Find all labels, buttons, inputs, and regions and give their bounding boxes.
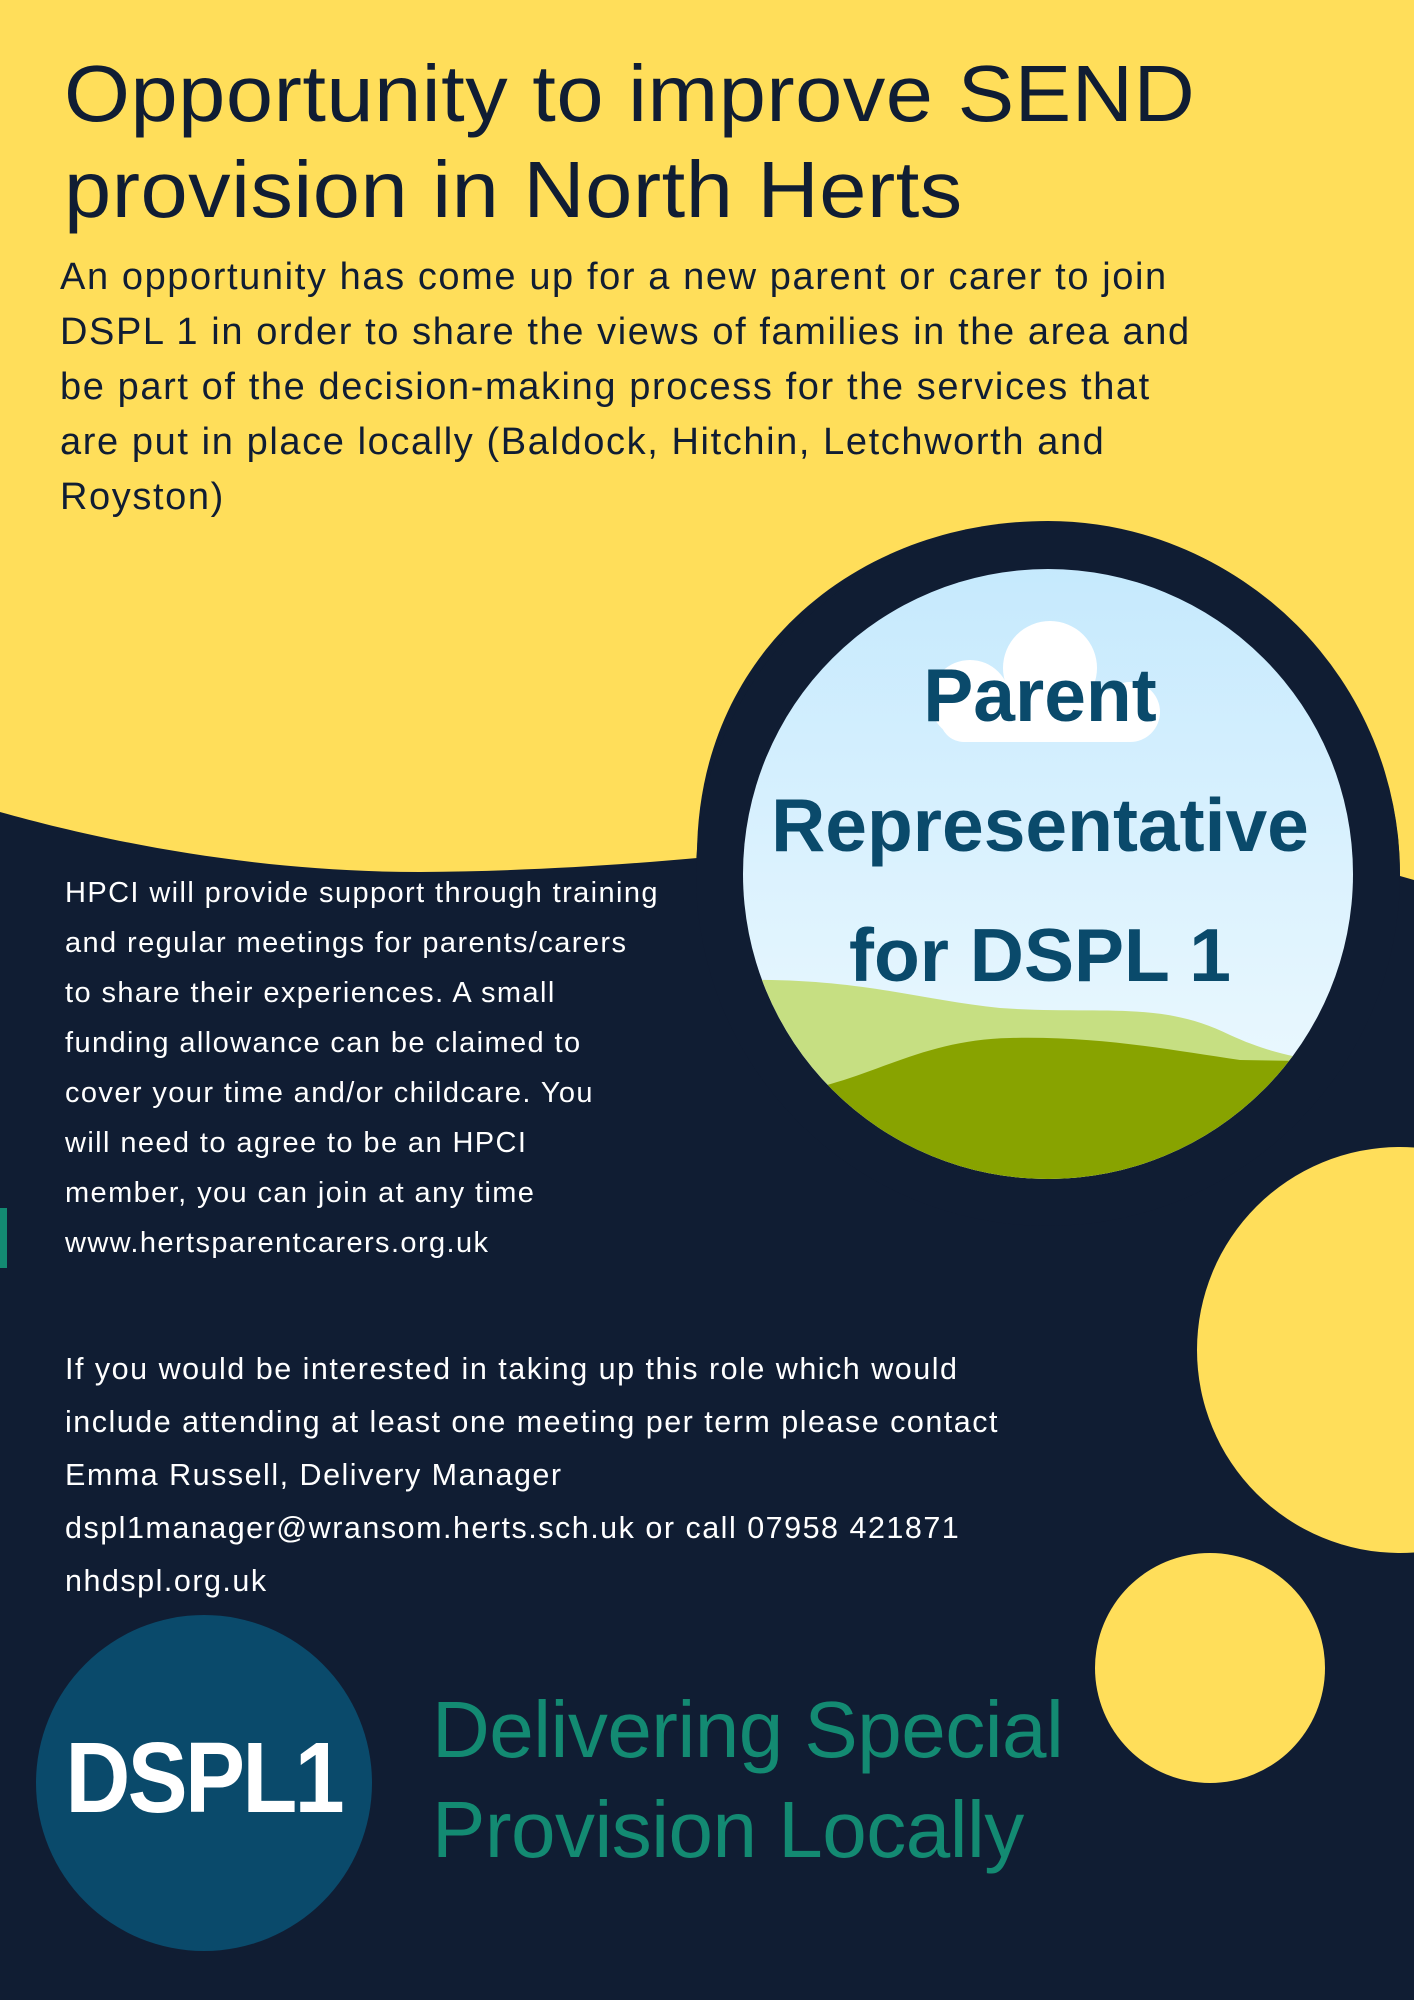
- title-line-2: provision in North Herts: [64, 145, 963, 234]
- page-title: Opportunity to improve SEND provision in…: [64, 46, 1414, 238]
- support-line: funding allowance can be claimed to: [65, 1027, 582, 1059]
- intro-line: DSPL 1 in order to share the views of fa…: [60, 311, 1191, 353]
- badge-line-1: Parent: [923, 653, 1157, 737]
- support-line: HPCI will provide support through traini…: [65, 877, 659, 909]
- support-line: will need to agree to be an HPCI: [65, 1127, 528, 1159]
- dspl1-logo: DSPL1: [36, 1615, 372, 1951]
- nhdspl-website-link[interactable]: nhdspl.org.uk: [65, 1564, 268, 1598]
- support-line: member, you can join at any time: [65, 1177, 536, 1209]
- contact-line: If you would be interested in taking up …: [65, 1352, 959, 1386]
- logo-text: DSPL1: [65, 1721, 345, 1834]
- title-line-1: Opportunity to improve SEND: [64, 49, 1196, 138]
- parent-representative-badge: Parent Representative for DSPL 1: [742, 630, 1338, 1020]
- intro-line: are put in place locally (Baldock, Hitch…: [60, 421, 1106, 463]
- support-paragraph: HPCI will provide support through traini…: [65, 868, 745, 1268]
- support-line: to share their experiences. A small: [65, 977, 556, 1009]
- intro-line: Royston): [60, 476, 225, 518]
- contact-line: include attending at least one meeting p…: [65, 1405, 999, 1439]
- contact-email-phone[interactable]: dspl1manager@wransom.herts.sch.uk or cal…: [65, 1511, 961, 1545]
- tagline-line-2: Provision Locally: [432, 1785, 1024, 1874]
- contact-name: Emma Russell, Delivery Manager: [65, 1458, 563, 1492]
- tagline: Delivering Special Provision Locally: [432, 1680, 1064, 1880]
- decor-circle-large: [1197, 1147, 1414, 1553]
- accent-bar: [0, 1208, 7, 1268]
- support-line: and regular meetings for parents/carers: [65, 927, 628, 959]
- intro-line: An opportunity has come up for a new par…: [60, 256, 1168, 298]
- support-line: cover your time and/or childcare. You: [65, 1077, 594, 1109]
- cloud-icon: [930, 621, 1160, 742]
- intro-line: be part of the decision-making process f…: [60, 366, 1151, 408]
- contact-paragraph: If you would be interested in taking up …: [65, 1343, 1115, 1608]
- badge-line-3: for DSPL 1: [848, 913, 1232, 997]
- decor-circle-small: [1095, 1553, 1325, 1783]
- hpci-website-link[interactable]: www.hertsparentcarers.org.uk: [65, 1227, 490, 1259]
- tagline-line-1: Delivering Special: [432, 1685, 1064, 1774]
- badge-line-2: Representative: [771, 783, 1309, 867]
- intro-paragraph: An opportunity has come up for a new par…: [60, 250, 1360, 525]
